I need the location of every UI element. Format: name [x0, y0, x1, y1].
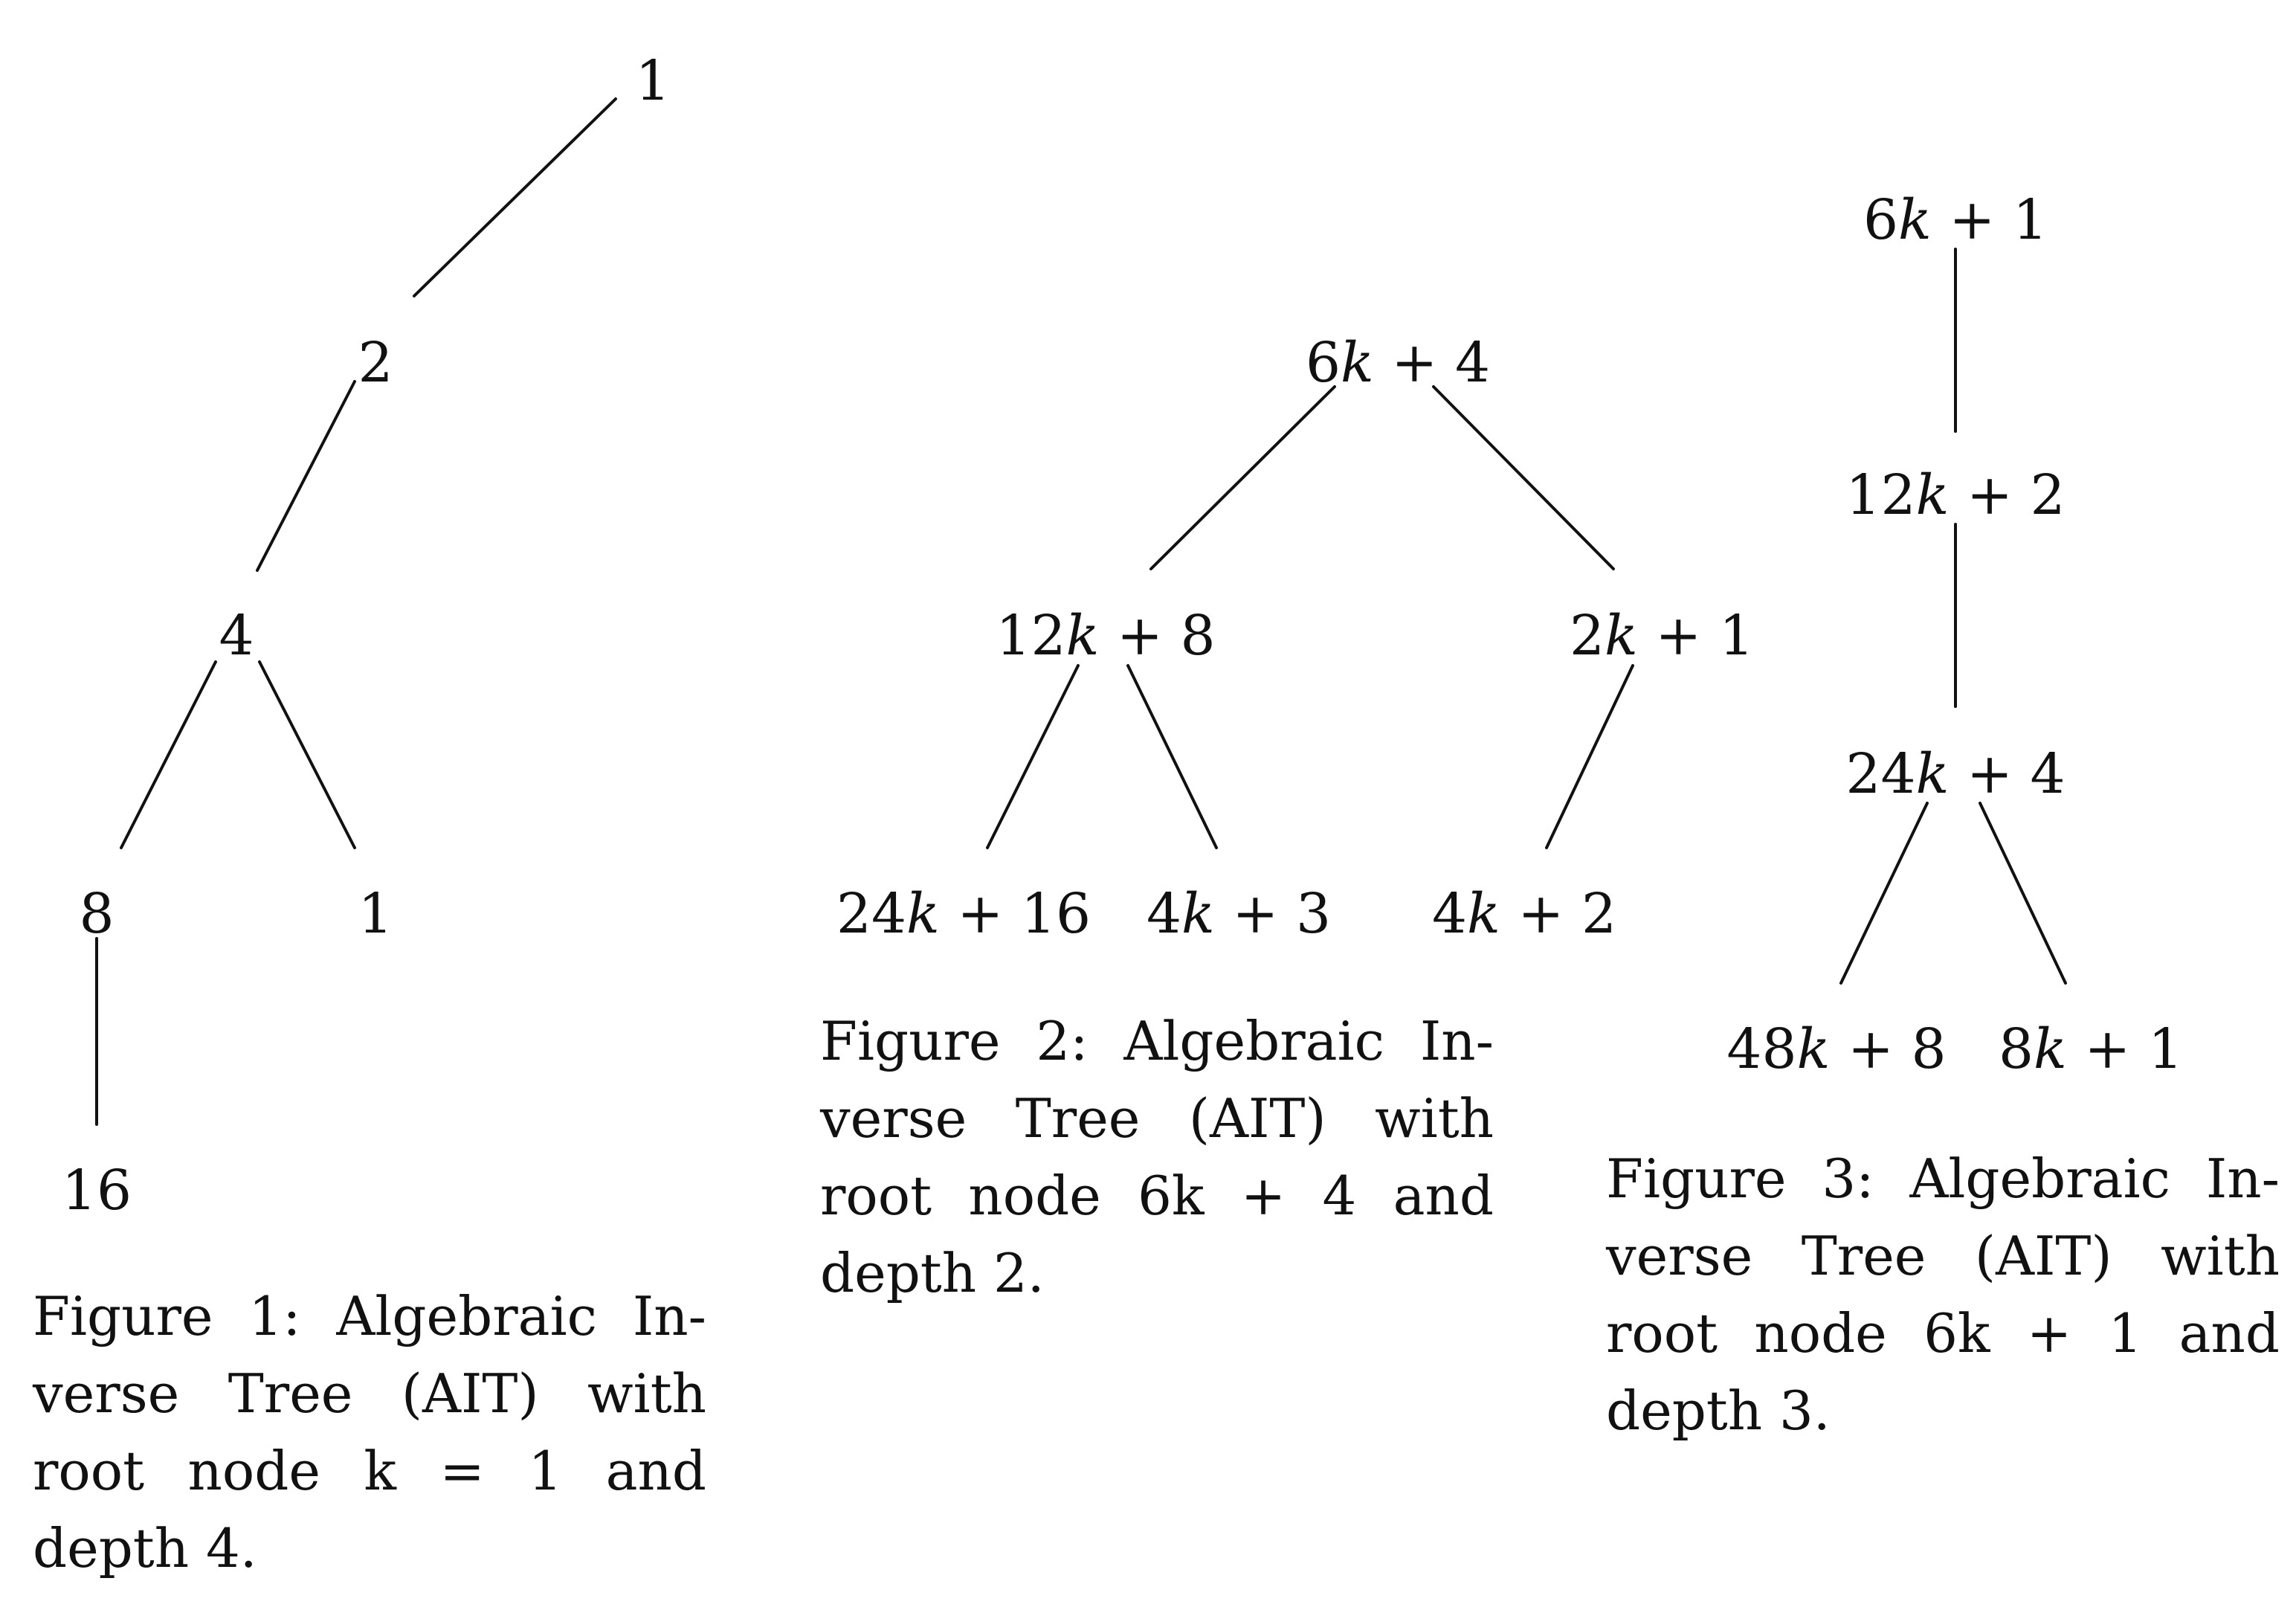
tree-edge-fig2-b-e [1126, 664, 1218, 849]
tree-node-fig2-d: 24k + 16 [836, 882, 1091, 946]
caption-line: verse Tree (AIT) with [820, 1087, 1494, 1150]
caption-line: Figure 1: Algebraic In- [33, 1285, 706, 1347]
tree-edge-fig2-a-b [1149, 385, 1336, 570]
caption-line: verse Tree (AIT) with [33, 1362, 706, 1425]
tree-edge-fig1-n4-n8 [120, 660, 217, 849]
tree-edge-fig1-n4-n1b [258, 660, 356, 849]
tree-edge-fig2-b-d [986, 664, 1080, 849]
tree-edge-fig3-r-u [1979, 802, 2067, 985]
tree-edge-fig2-a-c [1432, 385, 1615, 570]
caption-line: Figure 3: Algebraic In- [1606, 1147, 2280, 1210]
tree-node-fig3-u: 8k + 1 [1999, 1017, 2183, 1081]
tree-node-fig3-p: 6k + 1 [1863, 188, 2048, 252]
caption-line: root node 6k + 4 and [820, 1165, 1494, 1227]
tree-node-fig3-s: 48k + 8 [1726, 1017, 1946, 1081]
nodes-layer: 1 2 4 8 1 16 6k + 4 12k + 8 2k + 1 24k + 16 4k + 3… [62, 49, 2183, 1223]
caption-line: depth 3. [1606, 1379, 1831, 1442]
tree-edge-fig1-n2-n4 [256, 380, 356, 572]
caption-line: Figure 2: Algebraic In- [820, 1010, 1494, 1072]
figure-1-caption: Figure 1: Algebraic In- verse Tree (AIT)… [33, 1278, 706, 1587]
tree-node-fig1-n8: 8 [79, 882, 114, 946]
tree-node-fig2-a: 6k + 4 [1306, 331, 1490, 395]
tree-node-fig1-n1: 1 [635, 49, 670, 113]
caption-line: verse Tree (AIT) with [1606, 1225, 2280, 1287]
tree-node-fig2-e: 4k + 3 [1147, 882, 1331, 946]
tree-node-fig1-n4: 4 [219, 604, 254, 668]
tree-edge-fig2-c-f [1545, 664, 1634, 849]
figure-2-caption: Figure 2: Algebraic In- verse Tree (AIT)… [820, 1002, 1494, 1312]
tree-node-fig3-r: 24k + 4 [1845, 742, 2065, 806]
tree-node-fig2-f: 4k + 2 [1432, 882, 1616, 946]
tree-node-fig1-n16: 16 [62, 1159, 132, 1223]
edges-layer [95, 97, 2067, 1126]
caption-line: root node k = 1 and [33, 1440, 706, 1502]
caption-line: depth 2. [820, 1242, 1045, 1304]
caption-line: depth 4. [33, 1517, 257, 1580]
tree-node-fig1-n2: 2 [358, 331, 393, 395]
figure-3-caption: Figure 3: Algebraic In- verse Tree (AIT)… [1606, 1140, 2280, 1449]
tree-edge-fig1-n1-n2 [413, 97, 617, 297]
tree-node-fig1-n1b: 1 [358, 882, 393, 946]
tree-node-fig2-b: 12k + 8 [996, 604, 1215, 668]
tree-edge-fig3-r-s [1839, 802, 1929, 985]
tree-node-fig3-q: 12k + 2 [1845, 463, 2065, 527]
caption-line: root node 6k + 1 and [1606, 1302, 2280, 1365]
tree-node-fig2-c: 2k + 1 [1570, 604, 1754, 668]
